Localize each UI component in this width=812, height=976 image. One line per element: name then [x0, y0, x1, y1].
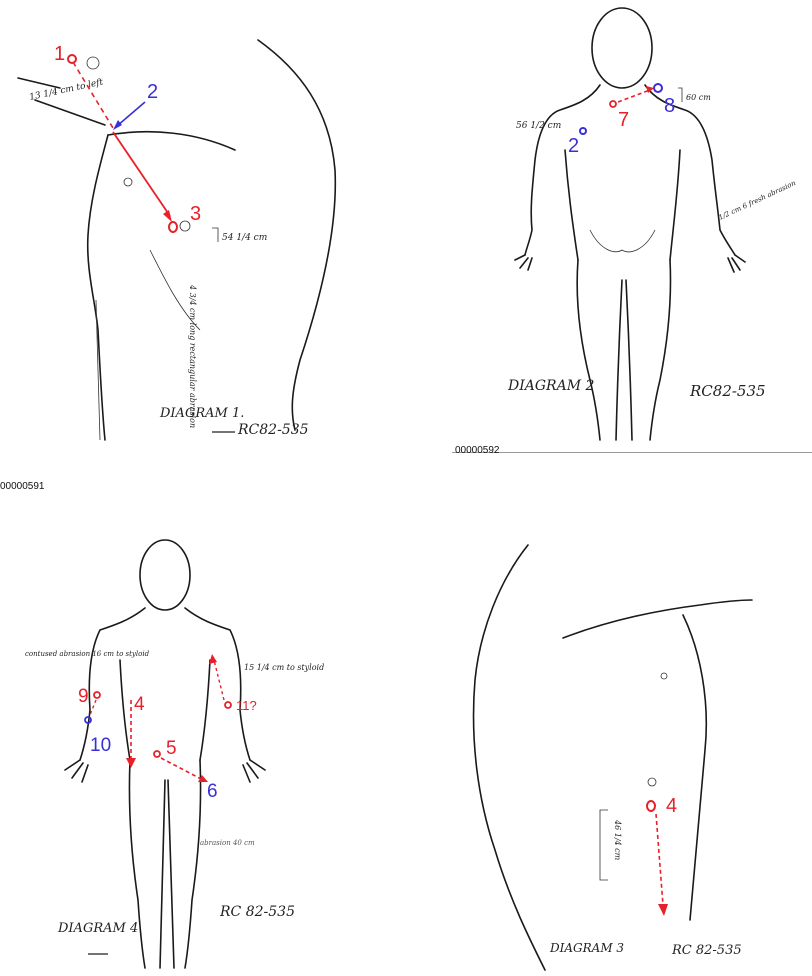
diagram-title: DIAGRAM 4 [57, 921, 138, 936]
wound-marker-3 [169, 222, 177, 232]
note-right: 15 1/4 cm to styloid [244, 663, 324, 672]
dashed-trajectory-line [656, 814, 663, 905]
note-left: 56 1/2 cm [516, 121, 561, 131]
head-outline [140, 540, 190, 610]
marker-label-2: 2 [147, 81, 158, 103]
head-outline [592, 8, 652, 88]
wound-dot [661, 673, 667, 679]
note-leg: abrasion 40 cm [200, 839, 255, 847]
marker-label-7: 7 [618, 109, 629, 131]
circled-mark [648, 778, 656, 786]
wound-marker-8 [654, 84, 662, 92]
trajectory-arrow [113, 132, 170, 216]
diagram-title: DIAGRAM 1. [159, 406, 244, 421]
circled-mark [180, 221, 190, 231]
body-outline-right [683, 615, 706, 920]
pointer-arrow [117, 102, 145, 126]
torso-outline [565, 150, 680, 260]
marker-label-6: 6 [207, 781, 218, 802]
wound-marker-7 [610, 101, 616, 107]
right-hand [243, 760, 265, 782]
note-right: 60 cm [686, 93, 711, 102]
diagram-4-panel: 9 10 4 5 6 11? contused abrasion 16 cm t… [0, 520, 420, 976]
marker-label-4: 4 [666, 795, 677, 817]
legs-outline [129, 760, 200, 968]
left-hand [515, 255, 532, 270]
body-outline-right [645, 85, 735, 255]
marker-label-8: 8 [664, 95, 675, 117]
case-number: RC 82-535 [219, 904, 295, 920]
diagram-2-panel: 7 8 2 56 1/2 cm 60 cm 1/2 cm 6 fresh abr… [450, 0, 812, 455]
arrow-head [163, 210, 172, 222]
wound-marker-4 [647, 801, 655, 811]
marker-label-1: 1 [54, 43, 65, 65]
diagram-1-panel: 1 2 3 13 1/4 cm to left 54 1/4 cm 4 3/4 … [0, 0, 420, 490]
note-right: 54 1/4 cm [222, 233, 267, 243]
marker-label-5: 5 [166, 738, 177, 759]
marker-label-3: 3 [190, 203, 201, 225]
buttocks-outline [590, 230, 655, 252]
circled-mark [87, 57, 99, 69]
wound-marker-11 [225, 702, 231, 708]
doc-id: 00000591 [0, 481, 45, 492]
note-arm: 1/2 cm 6 fresh abrasion [717, 179, 797, 222]
case-number: RC 82-535 [671, 943, 742, 958]
body-outline-arm [563, 600, 752, 638]
left-hand [65, 760, 88, 782]
diagram-title: DIAGRAM 2 [507, 378, 594, 394]
body-outline-back [88, 135, 108, 440]
wound-marker-2 [580, 128, 586, 134]
measure-bracket [212, 228, 218, 242]
dashed-trajectory-line [161, 758, 203, 780]
dashed-trajectory-line [618, 90, 650, 102]
wound-marker-9 [94, 692, 100, 698]
separator-line [452, 452, 812, 453]
note-top: 13 1/4 cm to left [29, 77, 105, 102]
case-number: RC82-535 [237, 422, 309, 438]
wound-dot [124, 178, 132, 186]
arrow-head [113, 120, 122, 130]
body-outline-right [185, 608, 250, 760]
body-outline-arm [108, 132, 235, 150]
wound-marker-5 [154, 751, 160, 757]
marker-label-4: 4 [134, 694, 145, 715]
right-hand [728, 255, 745, 272]
wound-marker-1 [68, 55, 76, 63]
body-outline-back [474, 545, 545, 970]
dashed-trajectory-line [73, 62, 113, 128]
note-left: contused abrasion 16 cm to styloid [25, 650, 150, 658]
body-outline-shoulder [258, 40, 335, 430]
marker-label-10: 10 [90, 735, 111, 756]
marker-label-11: 11? [236, 698, 257, 713]
marker-label-9: 9 [78, 686, 89, 707]
note-vertical: 46 1/4 cm [613, 819, 622, 861]
diagram-3-panel: 4 46 1/4 cm DIAGRAM 3 RC 82-535 [450, 520, 812, 976]
diagram-title: DIAGRAM 3 [549, 941, 624, 955]
legs-outline [577, 260, 670, 440]
case-number: RC82-535 [689, 382, 766, 400]
doc-id: 00000592 [455, 445, 500, 456]
body-outline-left [525, 85, 600, 255]
marker-label-2: 2 [568, 135, 579, 157]
